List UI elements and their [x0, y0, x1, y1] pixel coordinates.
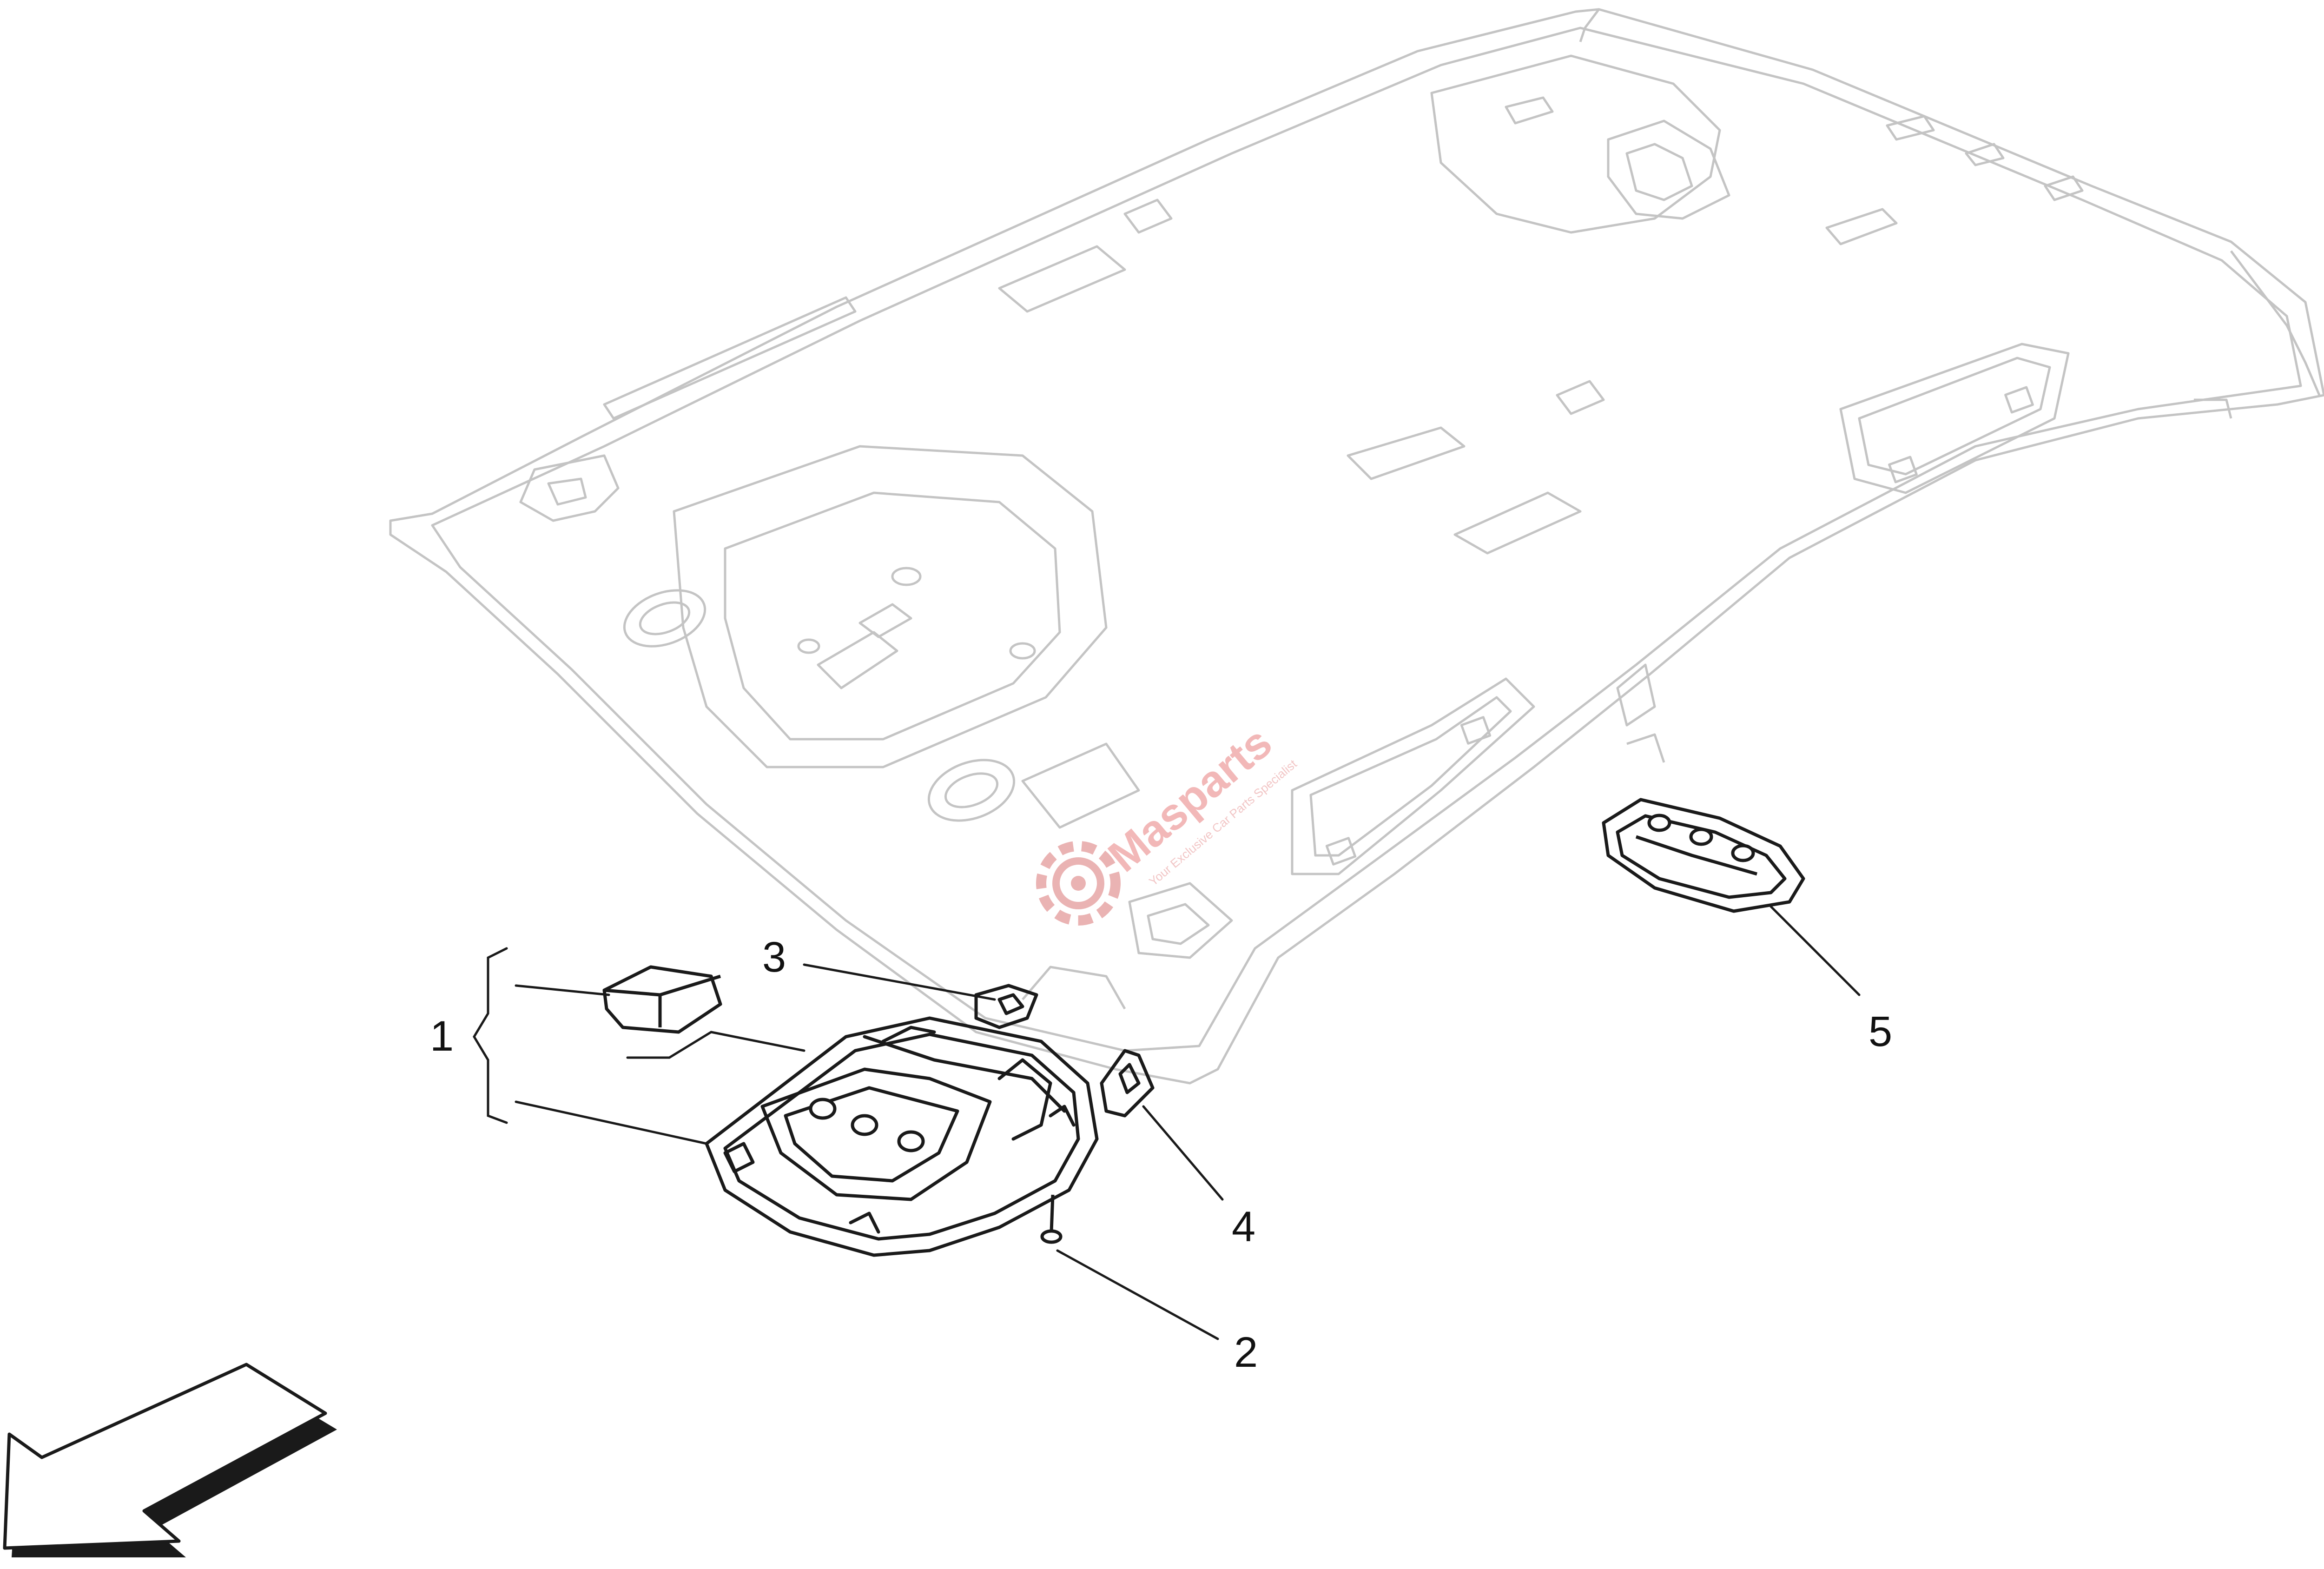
bracket-1: [473, 947, 508, 1124]
leader-lines: [473, 905, 1861, 1340]
callout-2: 2: [1234, 1329, 1258, 1376]
lens-cover: [974, 984, 1038, 1029]
headliner-panel: [389, 8, 2324, 1085]
direction-arrow-icon: [3, 1363, 337, 1557]
watermark-gear-icon: [1036, 841, 1121, 926]
console-module: [602, 965, 722, 1034]
callout-5: 5: [1868, 1008, 1892, 1055]
callout-1: 1: [430, 1013, 454, 1060]
callout-3: 3: [762, 933, 786, 981]
trim-plate: [1100, 1049, 1155, 1118]
rear-reading-lamp: [1602, 798, 1805, 913]
front-overhead-console: [705, 1016, 1099, 1257]
callout-4: 4: [1232, 1203, 1255, 1251]
screw: [1040, 1194, 1063, 1244]
